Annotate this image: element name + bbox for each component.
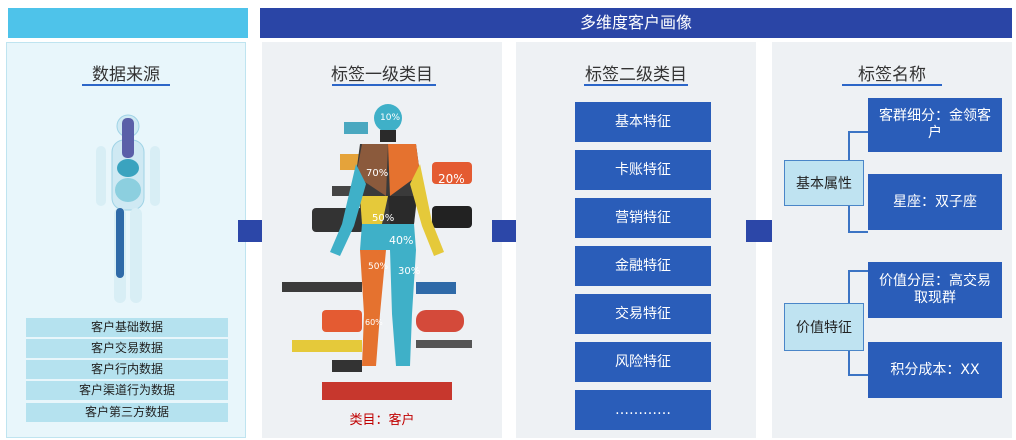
data-source-title-underline bbox=[82, 84, 170, 86]
data-source-item: 客户基础数据 bbox=[26, 318, 228, 337]
data-source-item: 客户渠道行为数据 bbox=[26, 381, 228, 400]
data-source-item: 客户第三方数据 bbox=[26, 403, 228, 422]
level2-item: 卡账特征 bbox=[575, 150, 711, 190]
figure-label: 70% bbox=[366, 168, 389, 179]
figure-label: 30% bbox=[398, 266, 421, 277]
tag-name-item: 客群细分：金领客户 bbox=[868, 98, 1002, 152]
human-infographic-figure bbox=[282, 104, 472, 400]
attribute-group-label: 基本属性 bbox=[784, 160, 864, 206]
level2-title-underline bbox=[584, 84, 688, 86]
level2-item: 营销特征 bbox=[575, 198, 711, 238]
level2-item: 风险特征 bbox=[575, 342, 711, 382]
human-anatomy-illustration bbox=[96, 114, 160, 303]
level1-caption: 类目：客户 bbox=[349, 413, 415, 428]
tag-name-item: 积分成本：XX bbox=[868, 342, 1002, 398]
figure-label: 50% bbox=[368, 262, 389, 272]
connector-line bbox=[848, 374, 868, 376]
level2-item: 交易特征 bbox=[575, 294, 711, 334]
level2-item: 基本特征 bbox=[575, 102, 711, 142]
data-source-item: 客户行内数据 bbox=[26, 360, 228, 379]
data-source-title: 数据来源 bbox=[92, 65, 160, 85]
figure-label: 40% bbox=[389, 234, 414, 247]
data-source-item: 客户交易数据 bbox=[26, 339, 228, 358]
figure-label: 60% bbox=[365, 318, 383, 327]
figure-label: 50% bbox=[372, 213, 395, 224]
connector-line bbox=[848, 270, 868, 272]
level1-title: 标签一级类目 bbox=[331, 65, 433, 85]
level2-item: ………… bbox=[575, 390, 711, 430]
level2-title: 标签二级类目 bbox=[585, 65, 687, 85]
tag-name-item: 价值分层：高交易取现群 bbox=[868, 262, 1002, 318]
diagram-title-bar: 多维度客户画像 bbox=[260, 8, 1012, 38]
figure-label: 20% bbox=[438, 172, 465, 186]
attribute-group-label: 价值特征 bbox=[784, 303, 864, 351]
level2-item: 金融特征 bbox=[575, 246, 711, 286]
tag-names-title: 标签名称 bbox=[858, 65, 926, 85]
connector-line bbox=[848, 131, 868, 133]
figure-label: 10% bbox=[380, 113, 401, 123]
tag-names-title-underline bbox=[842, 84, 942, 86]
tag-name-item: 星座：双子座 bbox=[868, 174, 1002, 230]
connector-line bbox=[848, 231, 868, 233]
top-accent-bar bbox=[8, 8, 248, 38]
level1-title-underline bbox=[332, 84, 436, 86]
